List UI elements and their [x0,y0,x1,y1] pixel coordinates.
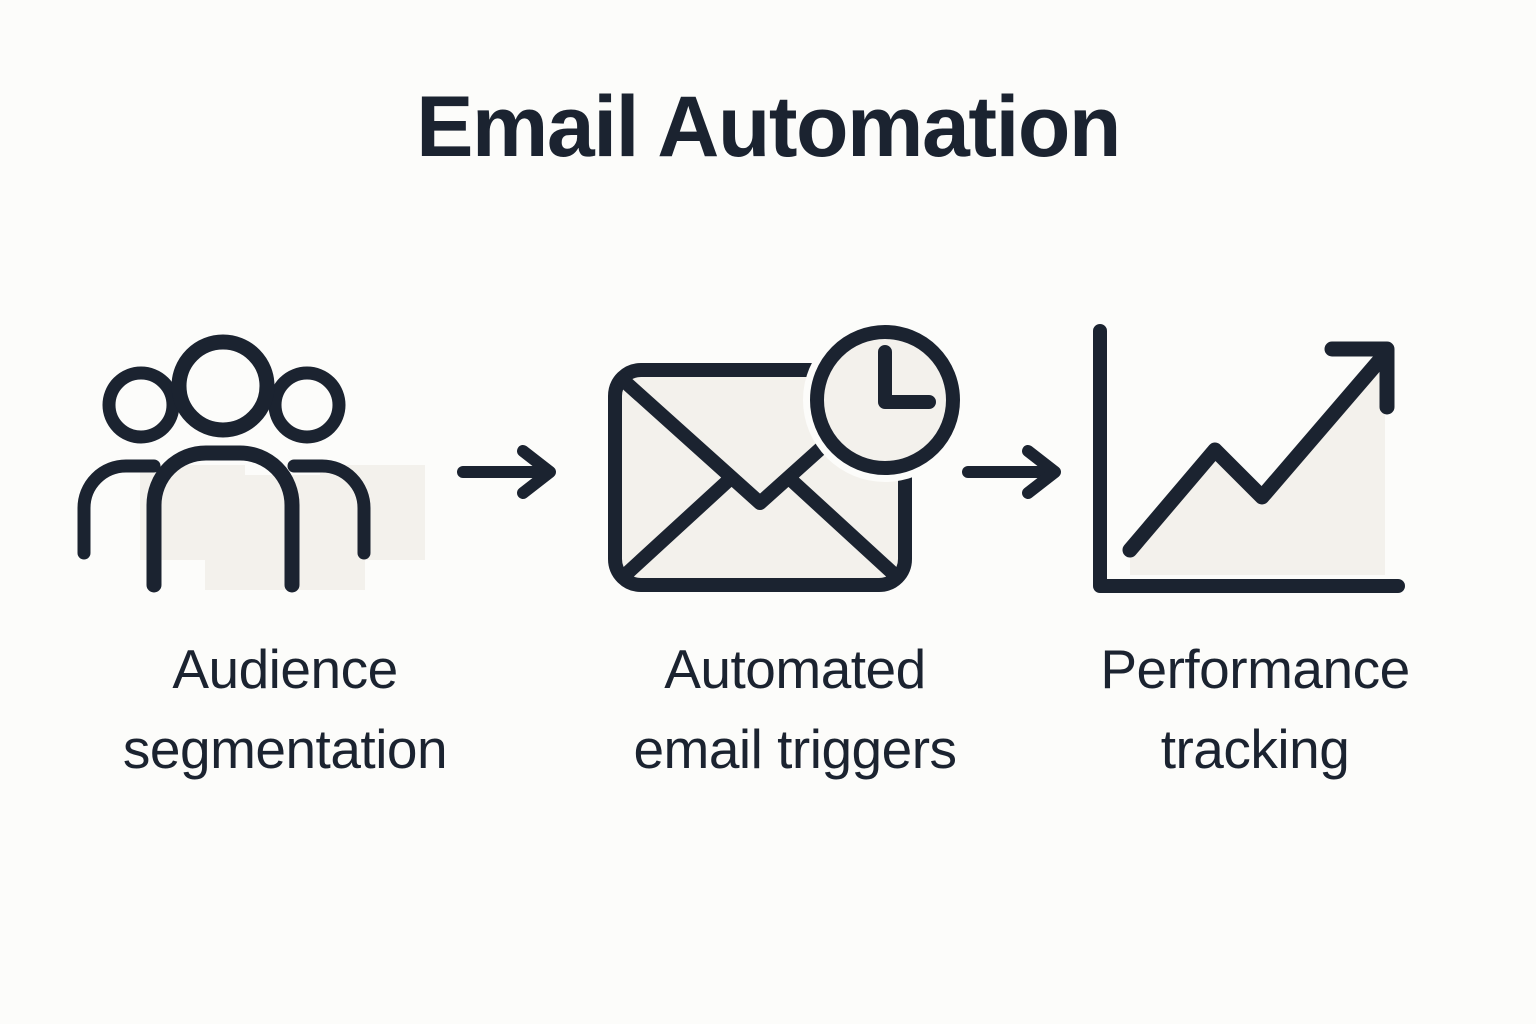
step-label-line-2: email triggers [633,717,957,780]
step-label-line-1: Performance [1100,638,1410,700]
step-label-performance: Performance tracking [1045,630,1465,790]
page-title: Email Automation [416,79,1121,175]
steps-row: Audience segmentation [0,300,1536,820]
arrow-right-icon [455,440,565,505]
step-label-automated: Automated email triggers [585,630,1005,790]
step-label-audience: Audience segmentation [75,630,495,790]
step-audience-segmentation: Audience segmentation [75,300,495,820]
arrow-right-icon [960,440,1070,505]
step-label-line-2: segmentation [122,717,448,780]
step-label-line-1: Automated [664,638,926,700]
people-group-icon [75,300,495,600]
envelope-clock-icon [585,300,1005,600]
step-performance-tracking: Performance tracking [1045,300,1465,820]
step-label-line-1: Audience [172,638,398,700]
step-label-line-2: tracking [1160,717,1350,780]
step-automated-email-triggers: Automated email triggers [585,300,1005,820]
growth-chart-icon [1045,300,1465,600]
